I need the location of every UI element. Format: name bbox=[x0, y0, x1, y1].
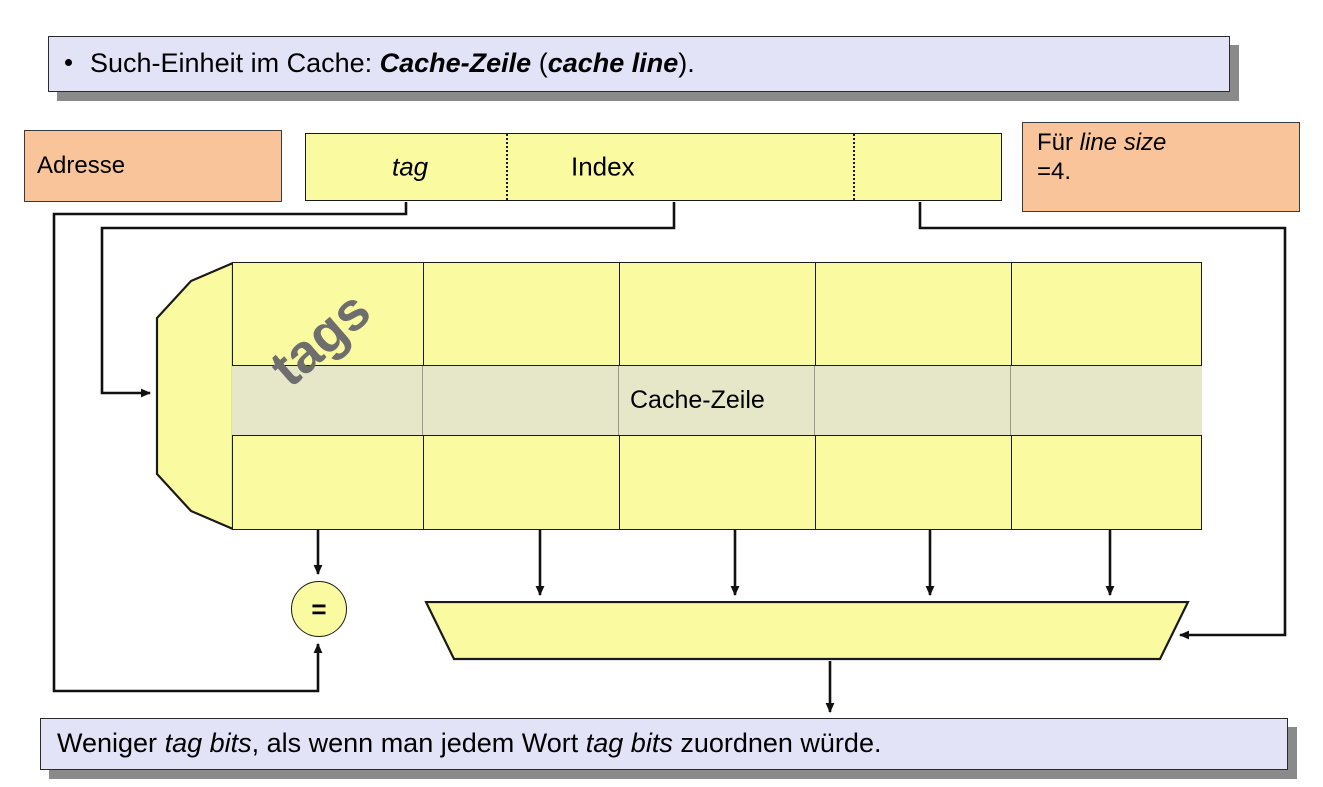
multiplexer-shape bbox=[424, 601, 1190, 661]
hl-column-divider-1 bbox=[422, 366, 423, 435]
title-callout: Such-Einheit im Cache: Cache-Zeile (cach… bbox=[48, 36, 1230, 92]
hl-column-divider-2 bbox=[618, 366, 619, 435]
address-label-text: Adresse bbox=[37, 151, 126, 179]
address-segment-index-label: Index bbox=[571, 151, 635, 182]
title-emphasis-de: Cache-Zeile bbox=[379, 48, 532, 79]
address-field: tag Index bbox=[305, 133, 1002, 201]
address-divider-tag-index bbox=[506, 134, 508, 200]
note-suffix: =4. bbox=[1037, 157, 1072, 185]
hl-column-divider-3 bbox=[814, 366, 815, 435]
highlighted-cache-line-row: Cache-Zeile bbox=[232, 365, 1202, 436]
note-emphasis: line size bbox=[1079, 129, 1167, 156]
footer-part-3: zuordnen würde. bbox=[672, 728, 882, 759]
footer-part-1: Weniger bbox=[57, 728, 165, 759]
address-segment-tag-label: tag bbox=[392, 151, 429, 182]
decoder-block bbox=[155, 262, 235, 530]
decoder-shape bbox=[155, 262, 235, 530]
address-label-box: Adresse bbox=[24, 130, 282, 202]
title-prefix: Such-Einheit im Cache: bbox=[90, 48, 380, 79]
title-text: Such-Einheit im Cache: Cache-Zeile (cach… bbox=[65, 48, 695, 79]
comparator-symbol: = bbox=[311, 593, 327, 624]
footer-part-2: , als wenn man jedem Wort bbox=[251, 728, 586, 759]
note-prefix: Für bbox=[1037, 129, 1080, 156]
cache-line-label: Cache-Zeile bbox=[630, 386, 765, 414]
footer-text: Weniger tag bits, als wenn man jedem Wor… bbox=[57, 728, 881, 759]
footer-emphasis-1: tag bits bbox=[164, 728, 252, 759]
footer-callout: Weniger tag bits, als wenn man jedem Wor… bbox=[40, 718, 1288, 770]
line-size-note: Für line size =4. bbox=[1022, 122, 1300, 212]
hl-column-divider-4 bbox=[1010, 366, 1011, 435]
title-open-paren: ( bbox=[531, 48, 548, 79]
output-multiplexer bbox=[424, 601, 1190, 661]
title-emphasis-en: cache line bbox=[547, 48, 679, 79]
address-divider-index-offset bbox=[853, 134, 855, 200]
bullet-icon bbox=[65, 58, 72, 66]
footer-emphasis-2: tag bits bbox=[585, 728, 673, 759]
comparator-equals: = bbox=[291, 581, 347, 637]
title-close-paren: ). bbox=[678, 48, 695, 79]
